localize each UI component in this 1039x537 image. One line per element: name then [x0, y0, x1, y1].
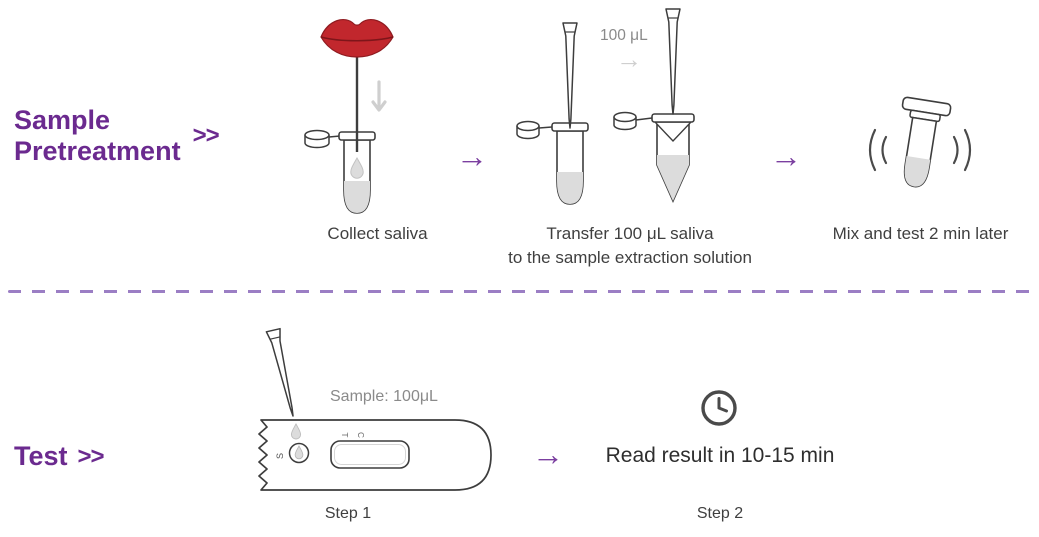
- mix-caption: Mix and test 2 min later: [832, 224, 1009, 243]
- test-cassette-illustration: S T C: [258, 327, 492, 491]
- pretreatment-heading-line1: Sample: [14, 105, 111, 135]
- sample-volume-label: Sample: 100μL: [330, 388, 438, 405]
- well-drop-icon: [294, 445, 304, 460]
- transfer-volume-label: 100 μL: [600, 27, 648, 44]
- pretreatment-heading-line2: Pretreatment: [14, 136, 181, 166]
- result-window: [330, 440, 410, 469]
- transfer-caption: Transfer 100 μL saliva to the sample ext…: [480, 222, 780, 270]
- pretreatment-heading-lines: Sample Pretreatment: [14, 105, 181, 167]
- control-line-marker: C: [356, 432, 365, 438]
- transfer-direction-arrow-icon: →: [616, 44, 642, 74]
- transfer-caption-line2: to the sample extraction solution: [508, 248, 752, 267]
- tube-open-cap-icon: [516, 120, 553, 140]
- tube-liquid: [344, 181, 370, 213]
- test-heading-text: Test: [14, 441, 68, 471]
- read-result-text: Read result in 10-15 min: [605, 444, 835, 467]
- lips-icon: [320, 19, 394, 58]
- flow-arrow-icon: →: [456, 138, 488, 174]
- section-divider: [8, 290, 1031, 293]
- tube-open-cap-icon: [613, 111, 653, 131]
- flow-arrow-icon: →: [532, 436, 564, 472]
- sample-drop-icon: [290, 423, 302, 440]
- collect-saliva-caption: Collect saliva: [327, 224, 428, 243]
- sample-well-marker: S: [275, 453, 285, 459]
- pipette-icon: [265, 327, 294, 417]
- sample-tube-icon: [551, 122, 589, 205]
- extraction-tube-icon: [651, 113, 695, 203]
- pretreatment-heading: Sample Pretreatment >>: [14, 105, 220, 167]
- tube-open-cap-icon: [304, 129, 341, 149]
- step2-caption: Step 2: [696, 505, 744, 522]
- transfer-caption-line1: Transfer 100 μL saliva: [546, 224, 714, 243]
- flow-arrow-icon: →: [770, 138, 802, 174]
- tube-liquid: [557, 172, 583, 204]
- collect-saliva-illustration: [304, 19, 394, 214]
- test-chevron-icon: >>: [77, 442, 105, 470]
- pipette-icon: [665, 8, 681, 115]
- tube-liquid: [657, 155, 689, 201]
- capped-tube-icon: [901, 96, 952, 188]
- pretreatment-chevron-icon: >>: [192, 122, 220, 149]
- result-window-inner: [334, 444, 406, 465]
- mix-illustration: [868, 96, 972, 188]
- step1-caption: Step 1: [324, 505, 372, 522]
- insert-down-arrow-icon: [371, 80, 387, 112]
- clock-icon: [701, 390, 737, 426]
- test-heading: Test >>: [14, 441, 105, 472]
- test-line-marker: T: [340, 433, 349, 438]
- transfer-illustration: [516, 8, 695, 205]
- tube-liquid: [904, 155, 931, 187]
- saliva-droplet-icon: [350, 156, 364, 179]
- shake-motion-lines-icon: [868, 128, 972, 172]
- pipette-icon: [562, 22, 578, 129]
